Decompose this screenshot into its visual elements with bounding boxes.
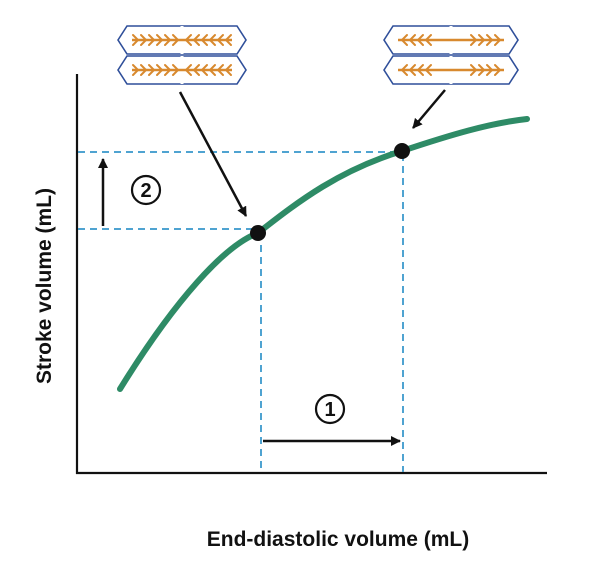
x-axis-title: End-diastolic volume (mL) (207, 528, 470, 551)
step-2-label: 2 (140, 180, 151, 202)
circled-number-icon (314, 393, 346, 425)
arrow-to-lower-point (178, 91, 248, 217)
sarcomere-row-bottom (383, 55, 519, 85)
step-2-marker: 2 (130, 174, 162, 206)
arrow-to-upper-point (412, 89, 446, 129)
sarcomere-stretched-icon (383, 25, 519, 85)
guide-lines (78, 151, 404, 472)
circled-number-icon (130, 174, 162, 206)
lower-point (250, 225, 266, 241)
y-axis-title: Stroke volume (mL) (33, 188, 56, 384)
step-1-marker: 1 (314, 393, 346, 425)
sarcomere-row-top (117, 25, 247, 55)
step-1-label: 1 (324, 399, 335, 421)
sarcomere-row-bottom (117, 55, 247, 85)
sarcomere-row-top (383, 25, 519, 55)
sarcomere-contracted-icon (117, 25, 247, 85)
frank-starling-curve (117, 116, 530, 392)
upper-point (394, 143, 410, 159)
